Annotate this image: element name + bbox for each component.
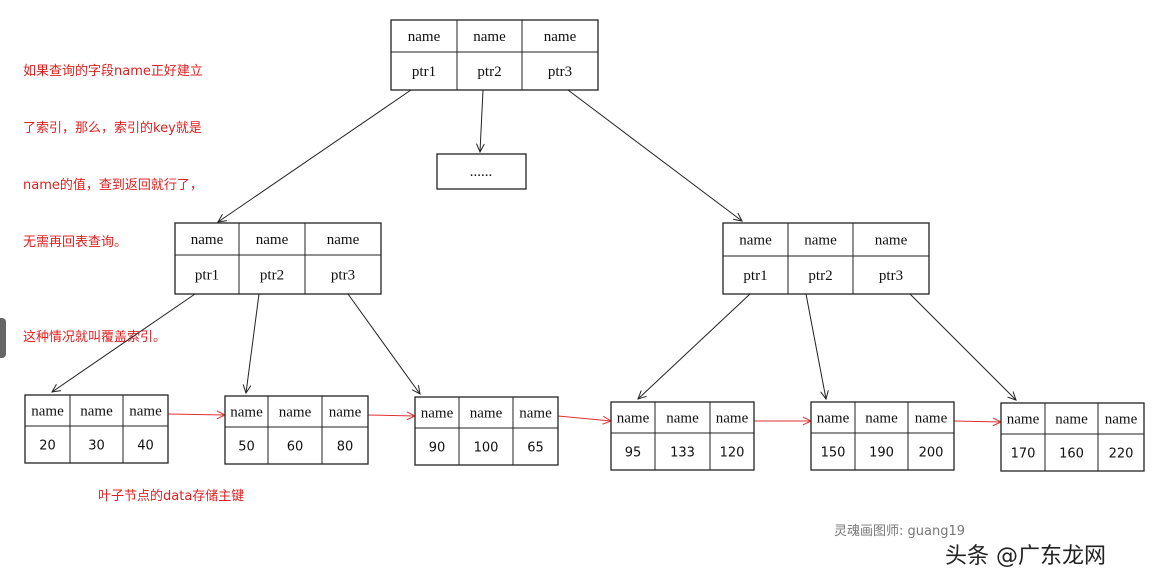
leaf-node: name 20 name 30 name 40 xyxy=(24,394,169,464)
leaf-node: name 150 name 190 name 200 xyxy=(810,401,955,471)
key-label: name xyxy=(329,405,362,421)
key-label: name xyxy=(470,406,503,422)
data-value: 20 xyxy=(39,439,56,454)
pointer-label: ptr3 xyxy=(331,268,355,284)
data-value: 40 xyxy=(137,439,154,454)
key-label: name xyxy=(279,405,312,421)
edge-root-internal2 xyxy=(567,89,743,222)
key-label: name xyxy=(421,406,454,422)
leaf-link-arrow xyxy=(953,417,1003,427)
pointer-label: ptr1 xyxy=(412,64,436,80)
side-scroll-tab[interactable] xyxy=(0,318,6,358)
key-label: name xyxy=(408,29,441,45)
key-label: name xyxy=(617,411,650,427)
key-label: name xyxy=(31,404,64,420)
data-value: 160 xyxy=(1059,447,1084,462)
data-value: 50 xyxy=(238,440,255,455)
note-line: 了索引，那么，索引的key就是 xyxy=(23,121,202,136)
leaf-link-arrow xyxy=(167,410,227,420)
key-label: name xyxy=(230,405,263,421)
key-label: name xyxy=(666,411,699,427)
note-line: 这种情况就叫覆盖索引。 xyxy=(23,330,167,345)
data-value: 190 xyxy=(869,446,894,461)
data-value: 30 xyxy=(88,439,105,454)
key-label: name xyxy=(1105,412,1138,428)
data-value: 60 xyxy=(287,440,304,455)
pointer-label: ptr2 xyxy=(477,64,501,80)
data-value: 133 xyxy=(670,446,695,461)
data-value: 80 xyxy=(337,440,354,455)
pointer-label: ptr1 xyxy=(195,268,219,284)
key-label: name xyxy=(804,233,837,249)
root-node: name ptr1 name ptr2 name ptr3 xyxy=(390,19,599,91)
key-label: name xyxy=(817,411,850,427)
leaf-node: name 50 name 60 name 80 xyxy=(224,395,369,465)
internal-node: name ptr1 name ptr2 name ptr3 xyxy=(174,222,382,295)
note-line: name的值，查到返回就行了， xyxy=(23,178,203,193)
key-label: name xyxy=(1007,412,1040,428)
key-label: name xyxy=(256,232,289,248)
data-value: 220 xyxy=(1109,447,1134,462)
ellipsis-node: ...... xyxy=(436,153,527,190)
edge-internal1-leaf2 xyxy=(242,293,260,395)
pointer-label: ptr3 xyxy=(548,64,572,80)
data-value: 120 xyxy=(720,446,745,461)
internal-node: name ptr1 name ptr2 name ptr3 xyxy=(722,222,930,295)
edge-internal2-leaf6 xyxy=(909,293,1017,401)
leaf-node: name 170 name 160 name 220 xyxy=(1000,402,1145,472)
leaf-link-arrow xyxy=(754,416,813,426)
leaf-link-arrow xyxy=(367,411,417,421)
key-label: name xyxy=(716,411,749,427)
pointer-label: ptr2 xyxy=(260,268,284,284)
data-value: 65 xyxy=(527,441,544,456)
edge-root-internal1 xyxy=(217,89,412,223)
pointer-label: ptr2 xyxy=(808,268,832,284)
pointer-label: ptr1 xyxy=(743,268,767,284)
note-line: 如果查询的字段name正好建立 xyxy=(23,64,203,79)
data-value: 170 xyxy=(1011,447,1036,462)
data-value: 95 xyxy=(625,446,642,461)
key-label: name xyxy=(327,232,360,248)
watermark: 头条 @广东龙网 xyxy=(945,544,1106,569)
edge-root-ellipsis xyxy=(476,89,485,154)
key-label: name xyxy=(875,233,908,249)
covering-index-note: 如果查询的字段name正好建立 了索引，那么，索引的key就是 name的值，查… xyxy=(23,24,203,385)
data-value: 200 xyxy=(919,446,944,461)
note-line: 无需再回表查询。 xyxy=(23,235,128,250)
ellipsis-label: ...... xyxy=(470,164,493,180)
key-label: name xyxy=(129,404,162,420)
key-label: name xyxy=(544,29,577,45)
key-label: name xyxy=(915,411,948,427)
data-value: 100 xyxy=(474,441,499,456)
edge-internal2-leaf5 xyxy=(805,293,829,401)
leaf-caption: 叶子节点的data存储主键 xyxy=(98,489,245,504)
key-label: name xyxy=(80,404,113,420)
key-label: name xyxy=(739,233,772,249)
author-credit: 灵魂画图师: guang19 xyxy=(834,524,966,539)
leaf-node: name 90 name 100 name 65 xyxy=(414,396,559,466)
key-label: name xyxy=(519,406,552,422)
data-value: 90 xyxy=(429,441,446,456)
leaf-node: name 95 name 133 name 120 xyxy=(610,401,755,471)
key-label: name xyxy=(191,232,224,248)
leaf-link-arrow xyxy=(557,415,613,425)
edge-internal1-leaf1 xyxy=(51,293,196,393)
key-label: name xyxy=(473,29,506,45)
edge-internal2-leaf4 xyxy=(637,293,751,400)
edge-internal1-leaf3 xyxy=(347,293,421,395)
data-value: 150 xyxy=(821,446,846,461)
pointer-label: ptr3 xyxy=(879,268,903,284)
key-label: name xyxy=(865,411,898,427)
key-label: name xyxy=(1055,412,1088,428)
